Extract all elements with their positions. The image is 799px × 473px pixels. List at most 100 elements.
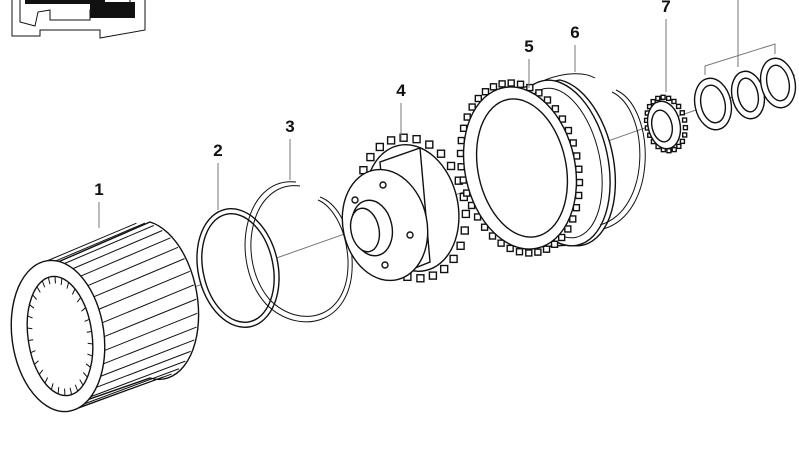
callout-7: 7 [661, 0, 671, 16]
callout-3: 3 [285, 117, 295, 136]
inner-tooth [87, 342, 93, 345]
inner-tooth [34, 360, 39, 365]
sun-tooth [681, 132, 688, 138]
inner-tooth [32, 294, 38, 300]
callout-6: 6 [570, 23, 580, 42]
sun-tooth [650, 98, 656, 105]
carrier-tooth [439, 264, 449, 274]
inner-tooth [84, 318, 90, 322]
spline-line [47, 222, 137, 262]
sun-tooth [681, 117, 688, 123]
spline-line [93, 258, 185, 298]
ring-tooth [550, 240, 559, 248]
spline-line [100, 339, 195, 377]
spline-line [55, 222, 146, 262]
ring-tooth [525, 249, 533, 257]
thrust-bearing-set [693, 57, 797, 131]
ring-tooth [534, 248, 542, 256]
inner-tooth [74, 384, 79, 392]
ring-tooth [497, 239, 505, 247]
spline-line [103, 326, 197, 365]
ring-tooth [575, 178, 584, 187]
spline-line [87, 246, 179, 286]
inner-tooth [71, 288, 76, 295]
inner-tooth [36, 286, 41, 293]
inner-tooth [85, 363, 91, 368]
inner-tooth [57, 387, 60, 394]
inner-tooth [30, 350, 36, 354]
carrier-tooth [461, 209, 471, 219]
carrier-tooth [428, 271, 438, 280]
inner-tooth [29, 304, 35, 309]
carrier-tooth [436, 149, 446, 158]
carrier-tooth [460, 226, 469, 235]
inner-tooth [27, 327, 33, 330]
inner-tooth [44, 377, 49, 384]
ring-tooth [507, 79, 515, 87]
carrier-tooth [425, 140, 434, 149]
sun-tooth [671, 146, 677, 153]
spline-line [64, 225, 154, 264]
ring-tooth [489, 83, 498, 91]
inner-tooth [79, 379, 84, 386]
ring-tooth [498, 80, 506, 88]
inner-tooth [69, 387, 73, 395]
spline-line [104, 298, 197, 338]
part-7-sun-gear [643, 94, 689, 154]
ring-tooth [557, 233, 566, 242]
inner-tooth [28, 339, 34, 341]
spline-line [72, 230, 163, 270]
sun-tooth [660, 94, 666, 100]
inner-tooth [86, 331, 92, 333]
sun-tooth [665, 95, 672, 102]
spline-line [80, 237, 171, 277]
sun-tooth [671, 98, 677, 105]
spline-line [104, 312, 198, 351]
carrier-tooth [375, 142, 385, 152]
overview-thumbnail [11, 0, 146, 39]
ring-tooth [506, 244, 514, 253]
inner-tooth [87, 353, 93, 357]
inner-tooth [66, 282, 70, 289]
ring-tooth [480, 223, 489, 231]
inner-tooth [50, 383, 54, 390]
sun-tooth [679, 110, 685, 116]
carrier-tooth [412, 134, 421, 144]
inner-tooth [60, 278, 63, 285]
carrier-tooth [446, 161, 456, 171]
inner-tooth [76, 297, 82, 303]
ring-tooth [515, 248, 524, 256]
carrier-tooth [456, 241, 465, 251]
spline-line [96, 350, 191, 388]
callout-5: 5 [524, 37, 534, 56]
spline-line [84, 368, 180, 405]
inner-tooth [47, 277, 51, 285]
spline-line [102, 284, 195, 324]
ring-tooth [564, 225, 572, 233]
sun-tooth [682, 124, 689, 131]
ring-tooth [542, 245, 551, 253]
callout-1: 1 [94, 180, 104, 199]
part-2-ring [196, 208, 280, 328]
callout-4: 4 [396, 81, 406, 100]
ring-tooth [543, 96, 552, 104]
inner-tooth [81, 307, 86, 312]
part-1-drum [10, 221, 200, 413]
part-4-planetary-carrier [341, 133, 471, 283]
sun-tooth [679, 138, 686, 145]
inner-tooth [41, 280, 46, 288]
carrier-tooth [416, 274, 425, 283]
carrier-tooth [449, 254, 458, 264]
ring-tooth [526, 83, 534, 92]
spline-line [98, 270, 191, 310]
part-6-circlip [544, 73, 646, 230]
ring-tooth [456, 149, 465, 158]
sun-tooth [655, 95, 661, 102]
spline-line [90, 360, 186, 398]
inner-tooth [38, 369, 44, 375]
ring-tooth [468, 103, 476, 111]
inner-tooth [27, 315, 33, 319]
ring-tooth [481, 88, 490, 96]
ring-tooth [516, 80, 525, 88]
